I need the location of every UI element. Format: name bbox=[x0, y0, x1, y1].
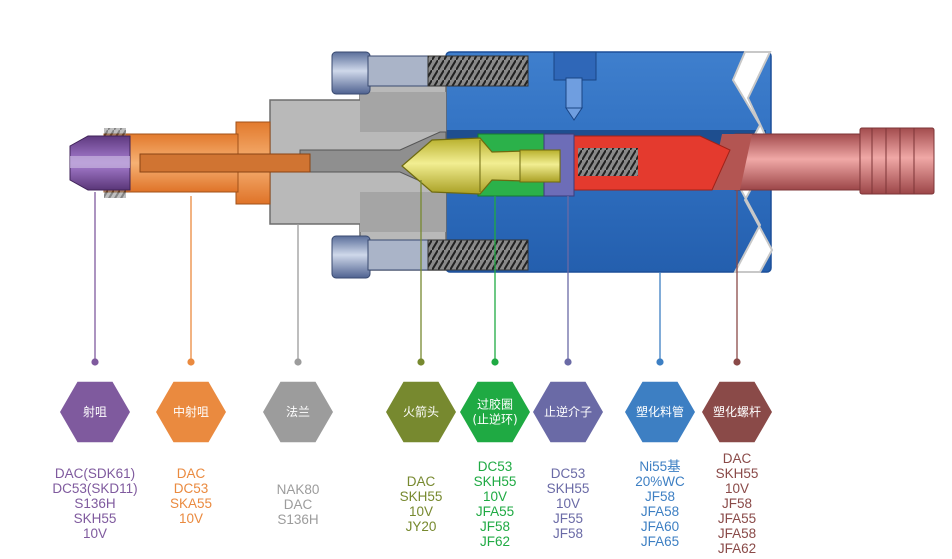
material-item: DC53(SKD11) bbox=[52, 481, 138, 496]
barrel-hex-badge: 塑化料管 bbox=[625, 381, 695, 443]
flange-leader-dot bbox=[294, 358, 302, 366]
material-item: JY20 bbox=[405, 519, 437, 534]
screw-hex-badge: 塑化螺杆 bbox=[702, 381, 772, 443]
material-item: SKH55 bbox=[73, 511, 117, 526]
nozzle-tip-leader-dot bbox=[91, 358, 99, 366]
material-item: 10V bbox=[178, 511, 204, 526]
material-item: NAK80 bbox=[276, 482, 320, 497]
rocket-head-body bbox=[401, 137, 561, 195]
screw-leader-dot bbox=[733, 358, 741, 366]
bolt-bottom bbox=[331, 235, 529, 279]
check-seat-hex-badge: 止逆介子 bbox=[533, 381, 603, 443]
screw-hexagon bbox=[702, 381, 772, 443]
material-item: 10V bbox=[82, 526, 108, 541]
material-item: SKH55 bbox=[715, 466, 759, 481]
material-item: DAC bbox=[283, 497, 313, 512]
check-ring-label: 过胶圈 bbox=[477, 397, 513, 412]
material-item: JFA65 bbox=[640, 534, 680, 549]
material-item: 20%WC bbox=[635, 474, 685, 489]
material-item: JFA60 bbox=[640, 519, 680, 534]
material-item: SKH55 bbox=[473, 474, 517, 489]
check-seat-leader-dot bbox=[564, 358, 572, 366]
material-item: 10V bbox=[408, 504, 434, 519]
nozzle-tip-label: 射咀 bbox=[83, 404, 107, 419]
material-item: SKH55 bbox=[399, 489, 443, 504]
material-item: JFA55 bbox=[475, 504, 515, 519]
barrel-leader-dot bbox=[656, 358, 664, 366]
middle-nozzle-label: 中射咀 bbox=[173, 404, 209, 419]
check-ring-leader-dot bbox=[491, 358, 499, 366]
material-item: DAC bbox=[722, 451, 752, 466]
rocket-head-leader-dot bbox=[417, 358, 425, 366]
material-item: DC53 bbox=[477, 459, 513, 474]
material-item: JFA55 bbox=[717, 511, 757, 526]
nozzle-tip-hex-badge: 射咀 bbox=[60, 381, 130, 443]
material-item: DC53 bbox=[173, 481, 209, 496]
check-ring-hexagon bbox=[460, 381, 530, 443]
material-item: JF58 bbox=[721, 496, 752, 511]
check-seat-label: 止逆介子 bbox=[544, 404, 592, 419]
nozzle-tip-body bbox=[69, 135, 131, 191]
rocket-head-label: 火箭头 bbox=[403, 404, 439, 419]
check-seat-hexagon bbox=[533, 381, 603, 443]
material-item: SKA55 bbox=[169, 496, 213, 511]
material-item: JF58 bbox=[552, 526, 583, 541]
material-item: JF58 bbox=[479, 519, 510, 534]
flange-label: 法兰 bbox=[286, 405, 310, 419]
hex-badges: 射咀 中射咀 法兰 火箭头 过胶圈(止逆环) 止逆介子 塑化料管 塑化螺杆 bbox=[60, 381, 772, 443]
material-item: JFA58 bbox=[717, 526, 757, 541]
bolt-top bbox=[331, 51, 529, 95]
check-ring-label: (止逆环) bbox=[472, 412, 517, 427]
rocket-head-hexagon bbox=[386, 381, 456, 443]
material-item: JF58 bbox=[644, 489, 675, 504]
material-item: Ni55基 bbox=[639, 459, 681, 474]
material-item: DAC bbox=[176, 466, 206, 481]
flange-hex-badge: 法兰 bbox=[263, 381, 333, 443]
material-item: 10V bbox=[724, 481, 750, 496]
material-item: 10V bbox=[482, 489, 508, 504]
flange-body bbox=[269, 75, 447, 271]
middle-nozzle-leader-dot bbox=[187, 358, 195, 366]
material-item: JF62 bbox=[479, 534, 510, 549]
material-item: 10V bbox=[555, 496, 581, 511]
screw-shaft bbox=[710, 127, 935, 195]
material-item: DC53 bbox=[550, 466, 586, 481]
material-item: JFA58 bbox=[640, 504, 680, 519]
check-ring-hex-badge: 过胶圈(止逆环) bbox=[460, 381, 530, 443]
barrel-label: 塑化料管 bbox=[636, 404, 684, 419]
material-item: S136H bbox=[74, 496, 116, 511]
screw-label: 塑化螺杆 bbox=[713, 404, 761, 419]
middle-nozzle-hexagon bbox=[156, 381, 226, 443]
material-item: DAC(SDK61) bbox=[54, 466, 136, 481]
material-item: JFA62 bbox=[717, 541, 757, 556]
nozzle-tip-hexagon bbox=[60, 381, 130, 443]
flange-hexagon bbox=[263, 381, 333, 443]
leaders bbox=[91, 180, 741, 366]
material-item: SKH55 bbox=[546, 481, 590, 496]
material-item: S136H bbox=[277, 512, 319, 527]
material-item: DAC bbox=[406, 474, 436, 489]
middle-nozzle-hex-badge: 中射咀 bbox=[156, 381, 226, 443]
barrel-hexagon bbox=[625, 381, 695, 443]
material-item: JF55 bbox=[552, 511, 583, 526]
rocket-head-hex-badge: 火箭头 bbox=[386, 381, 456, 443]
